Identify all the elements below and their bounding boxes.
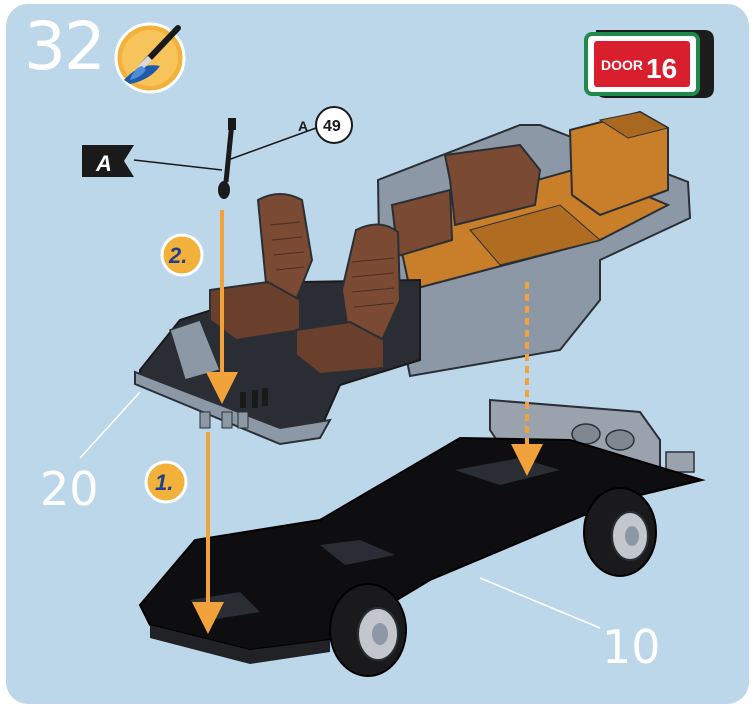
front-wheel <box>330 584 406 676</box>
ref-leader-line <box>228 128 316 160</box>
order-label-1: 1. <box>155 470 173 495</box>
order-badge-2: 2. <box>162 235 202 275</box>
door-number: 16 <box>646 53 677 84</box>
detail-leader-line <box>134 160 222 170</box>
order-badge-1: 1. <box>146 462 186 502</box>
paint-brush-icon <box>116 24 184 92</box>
part-ref-number: 49 <box>323 118 341 135</box>
interior-tub-part <box>135 112 690 444</box>
front-seat-left <box>210 194 312 340</box>
part-number-10: 10 <box>602 624 661 670</box>
detail-flag-label: A <box>95 151 112 176</box>
order-label-2: 2. <box>168 243 187 268</box>
part-20-leader <box>80 392 140 458</box>
door-badge: DOOR 16 <box>586 30 714 98</box>
part-10-leader <box>480 578 600 628</box>
door-label: DOOR <box>601 57 643 73</box>
detail-flag-icon: A <box>82 145 134 177</box>
part-number-20: 20 <box>40 466 99 512</box>
rear-wheel <box>584 488 656 576</box>
